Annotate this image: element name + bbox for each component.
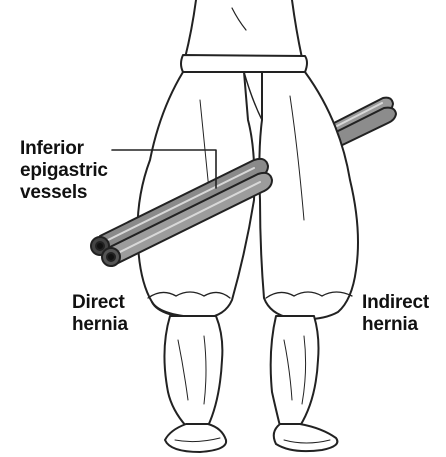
right-shoe: [274, 424, 338, 451]
right-lower-leg: [271, 316, 319, 426]
label-inferior-line-2: epigastric: [20, 160, 108, 182]
torso-outline: [185, 0, 302, 58]
label-direct-line-1: Direct: [72, 292, 128, 314]
label-direct-line-2: hernia: [72, 314, 128, 336]
waistband: [181, 55, 307, 72]
label-inferior-line-1: Inferior: [20, 138, 108, 160]
left-lower-leg: [164, 316, 222, 426]
left-shoe: [165, 424, 226, 452]
label-indirect-hernia: Indirect hernia: [362, 292, 429, 336]
right-pant-leg: [259, 72, 358, 319]
label-indirect-line-1: Indirect: [362, 292, 429, 314]
label-inferior-epigastric-vessels: Inferior epigastric vessels: [20, 138, 108, 204]
label-indirect-line-2: hernia: [362, 314, 429, 336]
label-direct-hernia: Direct hernia: [72, 292, 128, 336]
label-inferior-line-3: vessels: [20, 182, 108, 204]
